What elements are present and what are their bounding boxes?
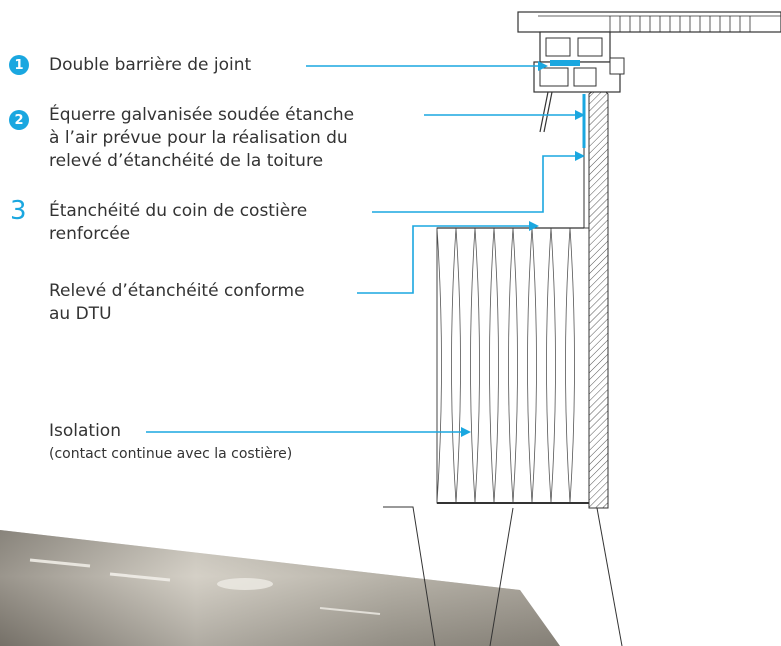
- isolation-title: Isolation: [49, 421, 121, 441]
- photo-leader-lines: [383, 506, 623, 646]
- callout-3-label: Étanchéité du coin de costière renforcée: [49, 200, 307, 246]
- frame-profile: [517, 11, 781, 133]
- metal-sheet-photo: [0, 530, 560, 646]
- callout-2-label: Équerre galvanisée soudée étanche à l’ai…: [49, 104, 354, 173]
- callout-2-badge: 2: [9, 110, 29, 130]
- callout-3-line-1: Étanchéité du coin de costière: [49, 201, 308, 221]
- callout-2-line-1: Équerre galvanisée soudée étanche: [49, 105, 355, 125]
- callout-1-label: Double barrière de joint: [49, 54, 251, 77]
- isolation-note: (contact continue avec la costière): [49, 446, 293, 462]
- releve-line-1: Relevé d’étanchéité conforme: [49, 281, 305, 301]
- callout-3-badge: 3: [10, 196, 27, 226]
- isolation-label: Isolation (contact continue avec la cost…: [49, 420, 292, 466]
- callout-2-line-3: relevé d’étanchéité de la toiture: [49, 151, 324, 171]
- callout-3-line-2: renforcée: [49, 224, 131, 244]
- callout-2-line-2: à l’air prévue pour la réalisation du: [49, 128, 348, 148]
- releve-line-2: au DTU: [49, 304, 112, 324]
- insulation-block: [436, 227, 590, 504]
- callout-1-line: Double barrière de joint: [49, 55, 252, 75]
- callout-1-badge: 1: [9, 55, 29, 75]
- callout-leaders: [146, 61, 585, 437]
- releve-label: Relevé d’étanchéité conforme au DTU: [49, 280, 305, 326]
